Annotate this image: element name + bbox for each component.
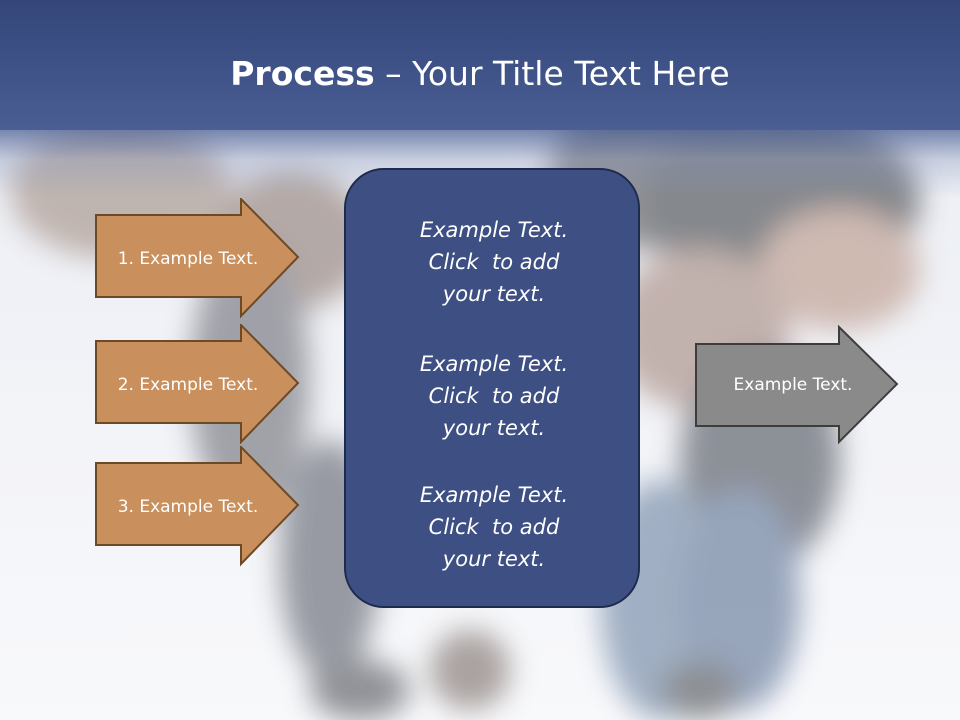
- center-line: your text.: [442, 547, 546, 571]
- center-line: Click to add: [428, 250, 560, 274]
- arrow-right-shape: [95, 198, 300, 319]
- center-line: Example Text.: [419, 483, 569, 507]
- center-line: Example Text.: [419, 352, 569, 376]
- title-rest-text: – Your Title Text Here: [374, 54, 730, 93]
- result-label: Example Text.: [733, 375, 853, 395]
- title-bold-text: Process: [230, 54, 375, 93]
- center-paragraph-3: Example Text. Click to add your text.: [346, 479, 642, 575]
- arrow-right-shape: [95, 446, 300, 567]
- step-arrow-1[interactable]: 1. Example Text.: [95, 198, 301, 320]
- center-paragraph-2: Example Text. Click to add your text.: [346, 348, 642, 444]
- center-line: Example Text.: [419, 218, 569, 242]
- step-arrow-2[interactable]: 2. Example Text.: [95, 324, 301, 446]
- center-text-box[interactable]: Example Text. Click to add your text. Ex…: [344, 168, 640, 608]
- slide-title[interactable]: Process – Your Title Text Here: [0, 52, 960, 96]
- step-label: 1. Example Text.: [117, 249, 259, 269]
- arrow-right-shape: [695, 324, 899, 445]
- center-line: your text.: [442, 416, 546, 440]
- arrow-right-shape: [95, 324, 300, 445]
- center-line: Click to add: [428, 515, 560, 539]
- title-bar: [0, 0, 960, 130]
- center-paragraph-1: Example Text. Click to add your text.: [346, 214, 642, 310]
- center-line: Click to add: [428, 384, 560, 408]
- step-label: 3. Example Text.: [117, 497, 259, 517]
- result-arrow[interactable]: Example Text.: [695, 324, 901, 446]
- step-label: 2. Example Text.: [117, 375, 259, 395]
- center-line: your text.: [442, 282, 546, 306]
- step-arrow-3[interactable]: 3. Example Text.: [95, 446, 301, 568]
